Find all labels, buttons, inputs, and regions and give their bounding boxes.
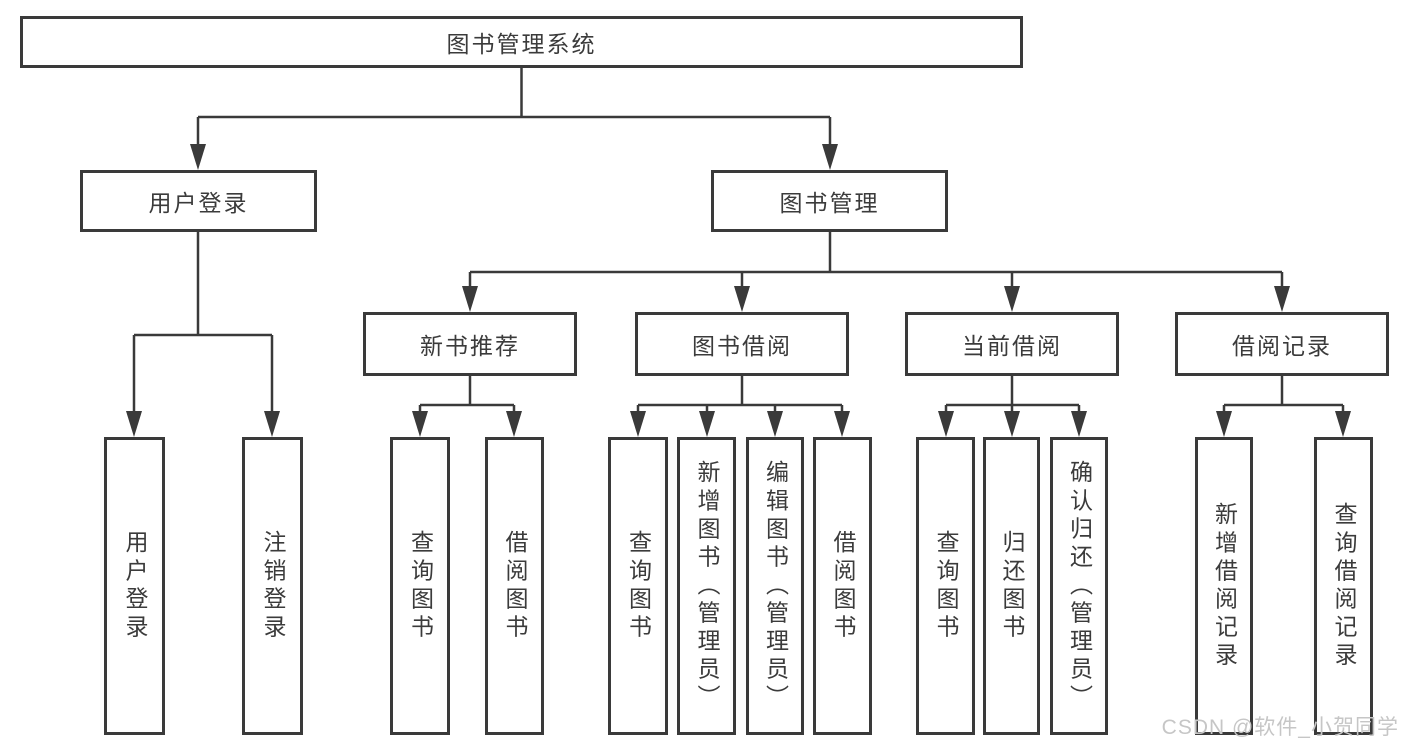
arrow-down-icon: [834, 411, 850, 437]
arrow-down-icon: [1071, 411, 1087, 437]
node-query-borrow-record: 查询借阅记录: [1314, 437, 1373, 735]
node-edit-books-admin: 编辑图书（管理员）: [746, 437, 804, 735]
node-label: 用户登录: [122, 529, 148, 643]
arrow-down-icon: [630, 411, 646, 437]
node-label: 查询图书: [407, 529, 434, 643]
node-label: 查询借阅记录: [1331, 501, 1357, 671]
node-borrow-books-recommend: 借阅图书: [485, 437, 544, 735]
node-add-books-admin: 新增图书（管理员）: [677, 437, 736, 735]
node-label: 图书借阅: [692, 333, 792, 359]
arrow-down-icon: [190, 144, 206, 170]
node-label: 查询图书: [625, 529, 652, 643]
node-confirm-return-admin: 确认归还（管理员）: [1050, 437, 1108, 735]
arrowheads: [126, 144, 1351, 437]
node-query-books-recommend: 查询图书: [390, 437, 450, 735]
node-label: 新书推荐: [420, 333, 520, 359]
arrow-down-icon: [938, 411, 954, 437]
arrow-down-icon: [1216, 411, 1232, 437]
node-return-books: 归还图书: [983, 437, 1040, 735]
node-label: 归还图书: [999, 529, 1025, 643]
node-label: 图书管理: [779, 190, 880, 216]
arrow-down-icon: [699, 411, 715, 437]
arrow-down-icon: [126, 411, 142, 437]
csdn-watermark: CSDN @软件_小贺同学: [1161, 716, 1399, 739]
arrow-down-icon: [1335, 411, 1351, 437]
arrow-down-icon: [412, 411, 428, 437]
node-current-borrowing: 当前借阅: [905, 312, 1119, 376]
node-label: 编辑图书（管理员）: [762, 459, 789, 713]
arrow-down-icon: [462, 286, 478, 312]
node-book-management-branch: 图书管理: [711, 170, 948, 232]
node-query-books-current: 查询图书: [916, 437, 975, 735]
arrow-down-icon: [506, 411, 522, 437]
node-query-books-borrowing: 查询图书: [608, 437, 668, 735]
node-label: 新增图书（管理员）: [694, 459, 720, 713]
node-book-borrowing: 图书借阅: [635, 312, 849, 376]
node-user-login-branch: 用户登录: [80, 170, 317, 232]
node-label: 图书管理系统: [446, 31, 597, 57]
node-label: 查询图书: [933, 529, 959, 643]
node-label: 当前借阅: [962, 333, 1062, 359]
node-label: 用户登录: [148, 190, 249, 216]
node-new-book-recommendation: 新书推荐: [363, 312, 577, 376]
node-label: 确认归还（管理员）: [1066, 459, 1093, 713]
node-user-login: 用户登录: [104, 437, 165, 735]
node-label: 借阅图书: [502, 529, 528, 643]
node-borrow-books: 借阅图书: [813, 437, 872, 735]
arrow-down-icon: [1004, 411, 1020, 437]
arrow-down-icon: [734, 286, 750, 312]
node-add-borrow-record: 新增借阅记录: [1195, 437, 1253, 735]
arrow-down-icon: [264, 411, 280, 437]
node-label: 借阅记录: [1232, 333, 1332, 359]
tree-edges: [132, 68, 1345, 413]
node-logout: 注销登录: [242, 437, 303, 735]
node-library-management-system: 图书管理系统: [20, 16, 1023, 68]
arrow-down-icon: [1004, 286, 1020, 312]
node-borrowing-records: 借阅记录: [1175, 312, 1389, 376]
node-label: 新增借阅记录: [1211, 501, 1238, 671]
arrow-down-icon: [767, 411, 783, 437]
arrow-down-icon: [822, 144, 838, 170]
node-label: 注销登录: [260, 529, 286, 643]
node-label: 借阅图书: [830, 529, 856, 643]
arrow-down-icon: [1274, 286, 1290, 312]
